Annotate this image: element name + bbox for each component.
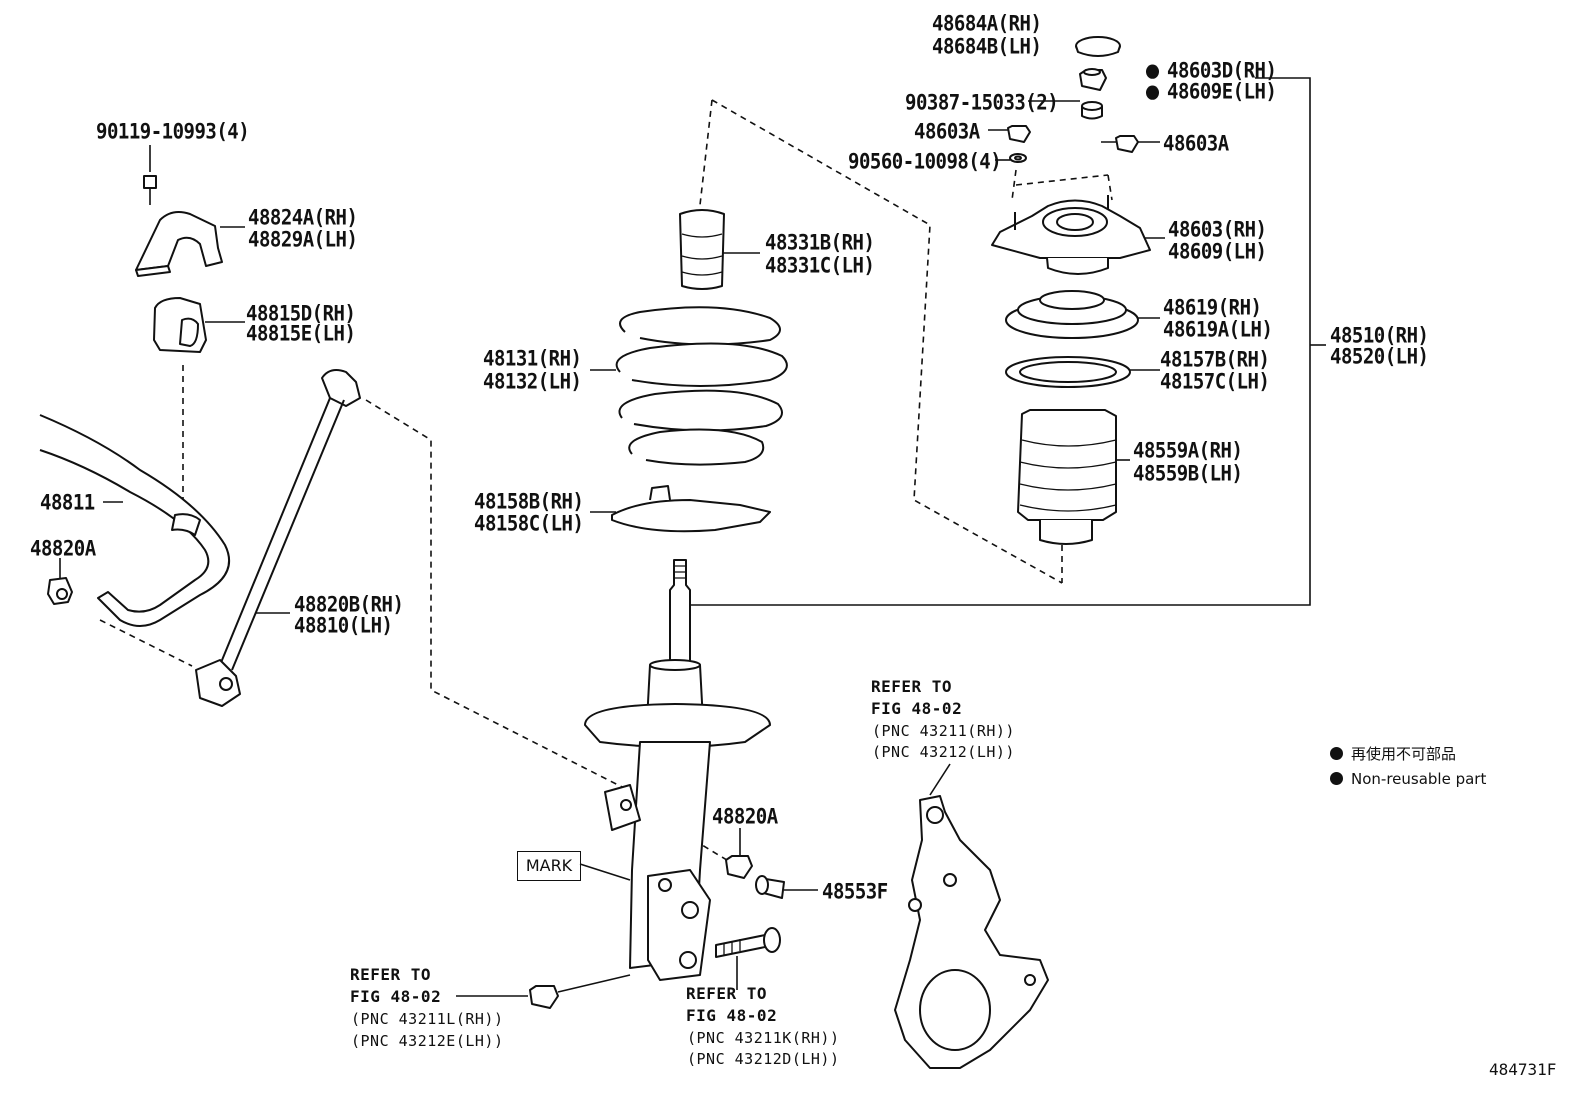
mount-nut-left [1007, 125, 1031, 163]
label-48619A: 48619A(LH) [1163, 318, 1273, 343]
label-48609E: 48609E(LH) [1146, 80, 1277, 104]
label-90387: 90387-15033(2) [905, 91, 1059, 116]
steering-knuckle-part [894, 795, 1049, 1069]
lower-nut-part [529, 985, 559, 1009]
coil-spring-part [615, 306, 788, 466]
nut-pnc-lh: (PNC 43212E(LH)) [351, 1032, 504, 1050]
lower-insulator-part [611, 485, 771, 533]
label-48157C: 48157C(LH) [1160, 370, 1270, 395]
label-48603A-left: 48603A [914, 120, 980, 145]
non-reusable-dot-icon [1330, 772, 1343, 785]
label-48603A-right: 48603A [1163, 132, 1229, 157]
label-48684B: 48684B(LH) [932, 35, 1042, 60]
bearing-part [1005, 290, 1139, 339]
upper-support-part [991, 195, 1151, 275]
dashed-guide-lines [99, 99, 1113, 866]
link-nut-center [725, 855, 753, 879]
label-48331B: 48331B(RH) [765, 231, 875, 256]
label-48619: 48619(RH) [1163, 296, 1262, 321]
label-48820A-left: 48820A [30, 537, 96, 562]
legend-en: Non-reusable part [1330, 767, 1486, 791]
lower-bolt-part [715, 927, 781, 958]
label-48811: 48811 [40, 491, 95, 516]
mark-label-box: MARK [517, 851, 581, 881]
nut-refer: REFER TO [350, 965, 432, 984]
shock-absorber-part [584, 559, 771, 981]
label-48510: 48510(RH) [1330, 324, 1429, 349]
label-48132: 48132(LH) [483, 370, 582, 395]
label-48559B: 48559B(LH) [1133, 462, 1243, 487]
label-48158C: 48158C(LH) [474, 512, 584, 537]
nut-pnc-rh: (PNC 43211L(RH)) [351, 1010, 504, 1028]
knuckle-pnc-rh: (PNC 43211(RH)) [872, 722, 1015, 740]
bolt-refer: REFER TO [686, 984, 768, 1003]
bolt-90119 [143, 175, 157, 205]
figure-id: 484731F [1489, 1060, 1557, 1079]
bushing-48815D [153, 297, 207, 353]
label-48820B: 48820B(RH) [294, 593, 404, 618]
spring-seat-upper-part [1005, 356, 1131, 388]
collar-part [1081, 101, 1103, 120]
label-48609: 48609(LH) [1168, 240, 1267, 265]
non-reusable-dot-icon [1146, 64, 1159, 79]
label-48815E: 48815E(LH) [246, 322, 356, 347]
label-48131: 48131(RH) [483, 347, 582, 372]
cap-part [1075, 36, 1121, 57]
non-reusable-dot-icon [1146, 85, 1159, 100]
label-48815D: 48815D(RH) [246, 302, 356, 327]
non-reusable-dot-icon [1330, 747, 1343, 760]
label-48603: 48603(RH) [1168, 218, 1267, 243]
dust-boot-part [1017, 409, 1117, 545]
label-48684A: 48684A(RH) [932, 12, 1042, 37]
label-48820A-center: 48820A [712, 805, 778, 830]
label-90560: 90560-10098(4) [848, 150, 1002, 175]
knuckle-refer: REFER TO [871, 677, 953, 696]
leader-lines [59, 100, 1165, 997]
plug-48553F [755, 875, 785, 899]
label-48158B: 48158B(RH) [474, 490, 584, 515]
label-90119: 90119-10993(4) [96, 120, 250, 145]
label-48520: 48520(LH) [1330, 345, 1429, 370]
mount-nut-right [1115, 135, 1139, 153]
label-48331C: 48331C(LH) [765, 254, 875, 279]
bump-stop-part [679, 209, 725, 290]
label-48157B: 48157B(RH) [1160, 348, 1270, 373]
bolt-pnc-lh: (PNC 43212D(LH)) [687, 1050, 840, 1068]
label-48559A: 48559A(RH) [1133, 439, 1243, 464]
stabilizer-link-part [195, 369, 361, 707]
label-48553F: 48553F [822, 880, 888, 905]
legend-jp: 再使用不可部品 [1330, 742, 1456, 766]
label-48829A: 48829A(LH) [248, 228, 358, 253]
knuckle-fig: FIG 48-02 [871, 699, 963, 718]
label-48603D: 48603D(RH) [1146, 59, 1277, 83]
label-48810: 48810(LH) [294, 614, 393, 639]
bracket-48824A [135, 211, 223, 277]
strut-assembly-bracket [688, 77, 1326, 606]
knuckle-pnc-lh: (PNC 43212(LH)) [872, 743, 1015, 761]
label-48824A: 48824A(RH) [248, 206, 358, 231]
bolt-pnc-rh: (PNC 43211K(RH)) [687, 1029, 840, 1047]
bushing-48820A-left [47, 577, 73, 605]
nut-fig: FIG 48-02 [350, 987, 442, 1006]
bolt-fig: FIG 48-02 [686, 1006, 778, 1025]
upper-nut-part [1079, 68, 1107, 91]
stabilizer-bar-part [39, 414, 230, 627]
